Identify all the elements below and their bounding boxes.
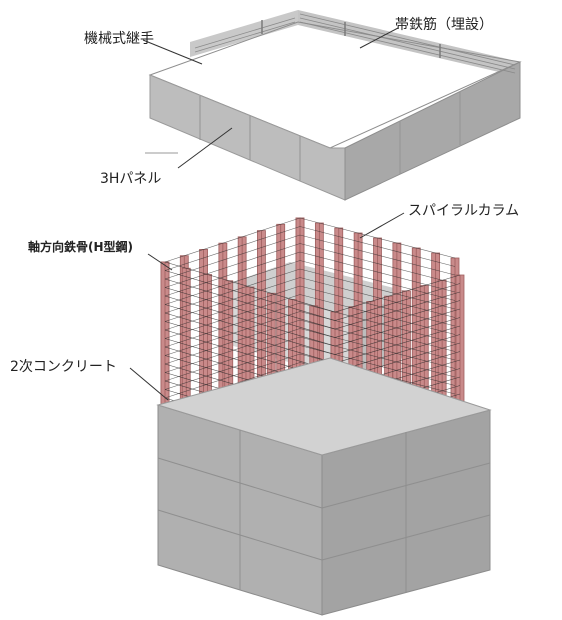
spiral-hoop-back bbox=[164, 243, 456, 288]
leader-lines bbox=[129, 27, 405, 401]
concrete-block-bottom bbox=[156, 357, 492, 616]
spiral-hoop-back bbox=[164, 319, 456, 365]
spiral-hoop-back bbox=[164, 311, 456, 356]
label-spiral-column: スパイラルカラム bbox=[408, 203, 520, 219]
spiral-hoop-back bbox=[164, 345, 456, 390]
spiral-hoop-back bbox=[164, 260, 456, 305]
label-secondary-concrete: 2次コンクリート bbox=[10, 359, 117, 375]
label-axial-steel: 軸方向鉄骨(H型鋼) bbox=[28, 240, 134, 254]
label-mechanical-joint: 機械式継手 bbox=[84, 31, 154, 47]
spiral-hoop-back bbox=[164, 226, 456, 271]
spiral-hoop-back bbox=[164, 302, 456, 348]
panel-frame-top bbox=[148, 10, 522, 201]
label-3h-panel: 3Hパネル bbox=[100, 171, 162, 187]
spiral-hoop-back bbox=[164, 268, 456, 314]
spiral-hoop-back bbox=[164, 251, 456, 297]
spiral-hoop-back bbox=[164, 294, 456, 339]
spiral-hoop-back bbox=[164, 234, 456, 280]
label-hoop-rebar: 帯鉄筋（埋設） bbox=[395, 17, 493, 33]
spiral-hoop-back bbox=[164, 336, 456, 382]
spiral-hoop-back bbox=[164, 353, 456, 399]
spiral-hoop-back bbox=[164, 328, 456, 373]
spiral-hoop-back bbox=[164, 277, 456, 322]
spiral-hoop-back bbox=[164, 217, 456, 263]
spiral-hoop-back bbox=[164, 285, 456, 331]
